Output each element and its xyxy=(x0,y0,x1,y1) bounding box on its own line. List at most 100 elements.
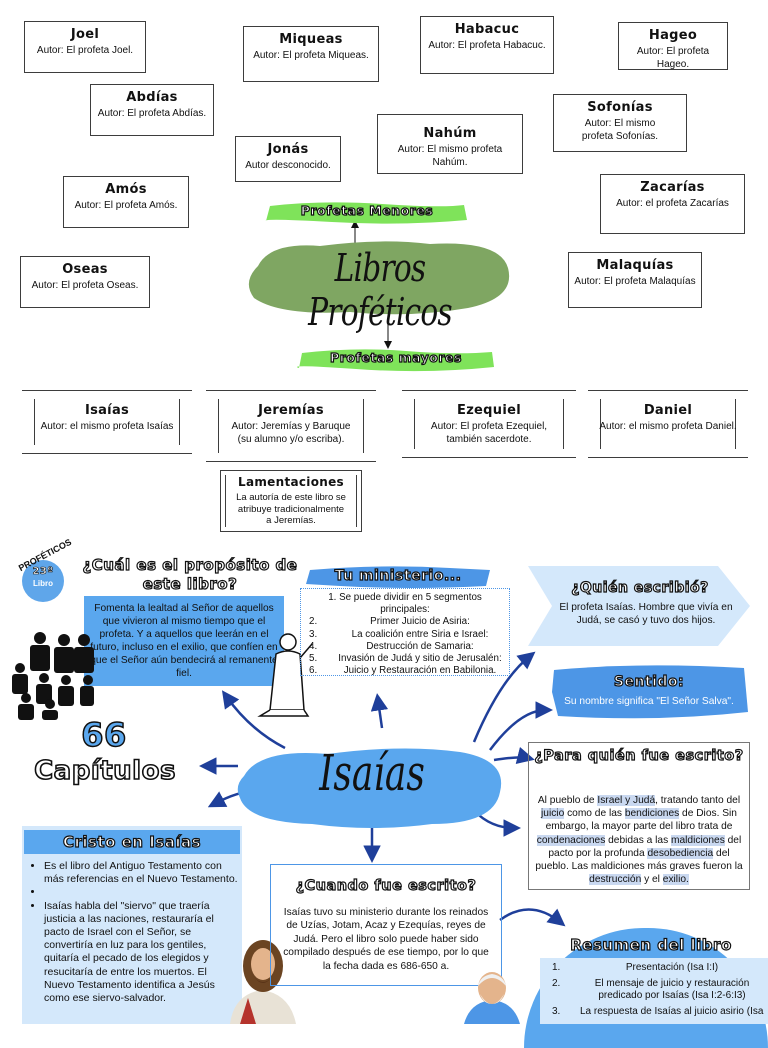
card-amos: Amós Autor: El profeta Amós. xyxy=(63,176,189,228)
ministry-brush xyxy=(306,566,490,588)
list-item xyxy=(44,886,240,899)
card-title: Habacuc xyxy=(454,22,520,37)
list-item: 4. Destrucción de Samaria: xyxy=(305,641,505,653)
card-sofonias: Sofonías Autor: El mismo profeta Sofonía… xyxy=(553,94,687,152)
text-run: como de las xyxy=(564,808,625,820)
card-title: Oseas xyxy=(62,262,108,277)
item-text: La coalición entre Siria e Israel: xyxy=(351,628,489,640)
card-title: Sofonías xyxy=(587,100,653,115)
card-title: Malaquías xyxy=(596,258,674,273)
card-desc: Autor: El mismo profeta Nahúm. xyxy=(397,144,503,168)
card-desc: Autor: el mismo profeta Isaías xyxy=(40,421,174,432)
item-number: 5. xyxy=(309,653,318,665)
chapters-label: Capítulos xyxy=(33,755,176,787)
card-desc: Autor: El mismo profeta Sofonías. xyxy=(581,118,659,142)
card-lamentaciones: Lamentaciones La autoría de este libro s… xyxy=(220,470,362,532)
card-desc: Autor: Jeremías y Baruque (su alumno y/o… xyxy=(231,421,351,445)
prophet-figure-icon xyxy=(257,633,313,717)
list-item: 1. Presentación (Isa I:I) xyxy=(544,962,764,974)
item-number: 2. xyxy=(552,978,561,989)
christ-list: Es el libro del Antiguo Testamento con m… xyxy=(22,860,240,1005)
card-title: Jeremías xyxy=(258,403,324,418)
highlight: Israel y Judá xyxy=(597,795,656,806)
highlight: maldiciones xyxy=(671,834,725,846)
card-desc: Autor: El profeta Habacuc. xyxy=(428,40,546,51)
ministry-intro: 1. Se puede dividir en 5 segmentos princ… xyxy=(328,592,482,616)
purpose-title: ¿Cuál es el propósito de este libro? xyxy=(82,555,298,593)
highlight: desobediencia xyxy=(647,847,714,859)
card-desc: Autor: el mismo profeta Daniel. xyxy=(599,421,737,432)
badge-label: Libro xyxy=(33,579,53,588)
card-desc: Autor: El profeta Abdías. xyxy=(97,108,207,119)
item-text: La respuesta de Isaías al juicio asirio … xyxy=(580,1006,764,1017)
card-title: Hageo xyxy=(648,28,698,43)
card-jeremias: Jeremías Autor: Jeremías y Baruque (su a… xyxy=(206,390,376,462)
summary-list: 1. Presentación (Isa I:I) 2. El mensaje … xyxy=(540,958,768,1024)
card-ezequiel: Ezequiel Autor: El profeta Ezequiel, tam… xyxy=(402,390,576,458)
highlight: bendiciones xyxy=(624,808,680,820)
card-nahum: Nahúm Autor: El mismo profeta Nahúm. xyxy=(377,114,523,174)
card-title: Miqueas xyxy=(279,32,343,47)
item-text: Destrucción de Samaria: xyxy=(366,640,474,652)
card-title: Nahúm xyxy=(423,126,477,141)
item-text: El mensaje de juicio y restauración pred… xyxy=(594,978,750,1001)
item-number: 4. xyxy=(309,640,318,652)
when-box xyxy=(270,864,502,986)
elder-figure-icon xyxy=(464,972,520,1024)
item-number: 3. xyxy=(309,628,318,640)
item-number: 2. xyxy=(309,616,318,628)
card-title: Lamentaciones xyxy=(238,475,344,489)
list-item: 3. La respuesta de Isaías al juicio asir… xyxy=(544,1006,764,1018)
minor-brush xyxy=(265,202,467,224)
card-desc: Autor: El profeta Oseas. xyxy=(31,280,139,291)
card-desc: Autor: El profeta Joel. xyxy=(36,45,134,56)
highlight: exilio. xyxy=(662,874,689,886)
meaning-brush xyxy=(552,665,748,719)
text-run: de Dios. Sin embargo, la mayor parte del… xyxy=(545,808,737,833)
list-item: Es el libro del Antiguo Testamento con m… xyxy=(44,860,240,886)
list-item: 5. Invasión de Judá y sitio de Jerusalén… xyxy=(305,653,505,665)
meaning-title: Sentido: xyxy=(613,673,685,690)
list-item: 6. Juicio y Restauración en Babilonia. xyxy=(305,665,505,677)
item-text: Invasión de Judá y sitio de Jerusalén: xyxy=(338,653,502,665)
card-desc: Autor: El profeta Amós. xyxy=(74,200,178,211)
card-desc: La autoría de este libro se atribuye tra… xyxy=(236,492,346,526)
highlight: destrucción xyxy=(589,874,642,886)
major-brush xyxy=(296,349,494,372)
card-abdias: Abdías Autor: El profeta Abdías. xyxy=(90,84,214,136)
card-title: Isaías xyxy=(84,403,130,418)
card-daniel: Daniel Autor: el mismo profeta Daniel. xyxy=(588,390,748,458)
minor-prophets-label: Profetas Menores xyxy=(300,202,434,218)
ministry-list: 2. Primer Juicio de Asiria: 3. La coalic… xyxy=(305,616,505,677)
forwhom-title: ¿Para quién fue escrito? xyxy=(534,747,744,764)
list-item: 3. La coalición entre Siria e Israel: xyxy=(305,629,505,641)
text-run: debidas a las xyxy=(605,834,671,846)
badge-number: 23º xyxy=(32,566,54,578)
forwhom-body: Al pueblo de Israel y Judá, tratando tan… xyxy=(533,794,745,886)
list-item: Isaías habla del "siervo" que traería ju… xyxy=(44,900,240,1006)
forwhom-box xyxy=(528,742,750,890)
card-jonas: Jonás Autor desconocido. xyxy=(235,136,341,182)
card-title: Daniel xyxy=(643,403,693,418)
card-title: Amós xyxy=(105,182,147,197)
chapters-number: 66 xyxy=(80,715,127,755)
christ-title-band xyxy=(24,830,240,854)
text-run: Al pueblo de xyxy=(537,795,598,806)
isaias-blob xyxy=(237,748,502,828)
major-prophets-label: Profetas mayores xyxy=(329,349,462,365)
isaias-center-title: Isaías xyxy=(319,744,425,802)
when-body: Isaías tuvo su ministerio durante los re… xyxy=(283,907,489,972)
top-connectors xyxy=(351,220,392,349)
who-title: ¿Quién escribió? xyxy=(571,579,709,596)
who-body: El profeta Isaías. Hombre que vivía en J… xyxy=(559,602,733,626)
card-malaquias: Malaquías Autor: El profeta Malaquías xyxy=(568,252,702,308)
text-run: del pueblo. Las maldiciones más graves f… xyxy=(535,847,743,873)
christ-title: Cristo en Isaías xyxy=(62,832,202,851)
text-run: y el xyxy=(641,874,663,886)
card-hageo: Hageo Autor: El profeta Hageo. xyxy=(618,22,728,70)
card-oseas: Oseas Autor: El profeta Oseas. xyxy=(20,256,150,308)
purpose-box: Fomenta la lealtad al Señor de aquellos … xyxy=(84,596,284,686)
card-title: Jonás xyxy=(267,142,309,157)
card-zacarias: Zacarías Autor: el profeta Zacarías xyxy=(600,174,745,234)
book-badge xyxy=(22,560,64,602)
